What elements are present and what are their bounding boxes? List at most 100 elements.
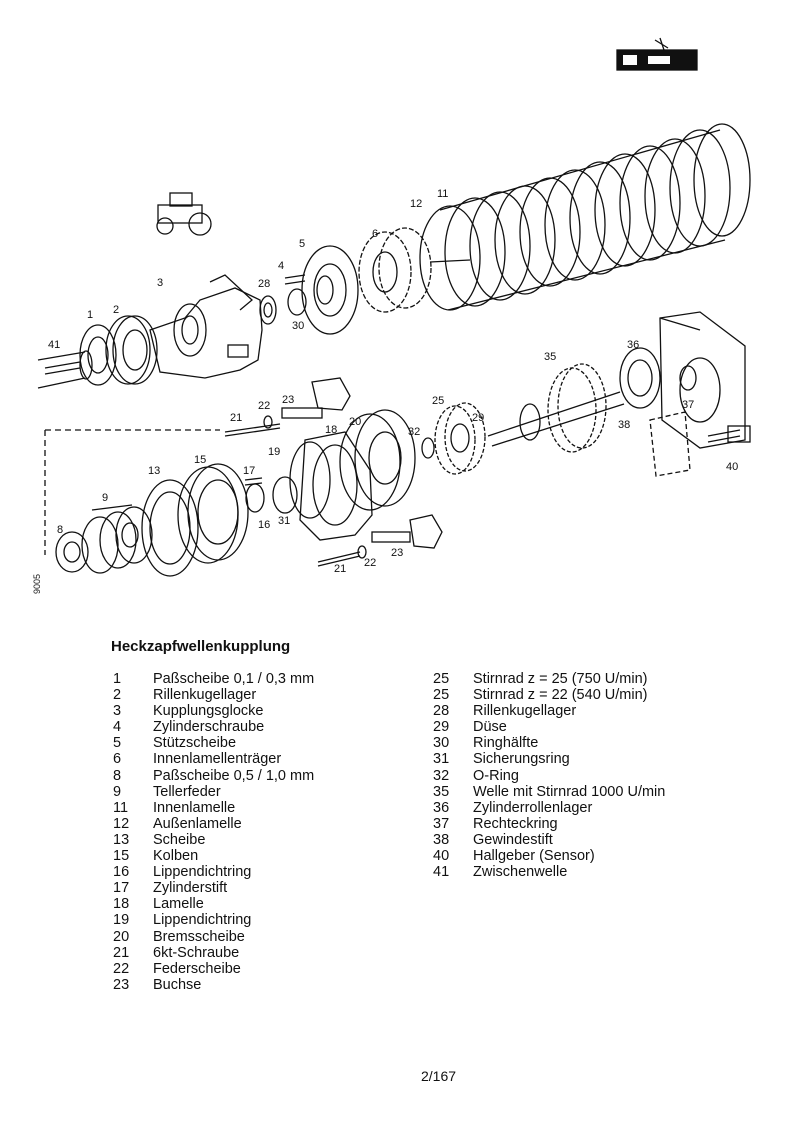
callout-3: 3	[157, 277, 163, 289]
part-list-item: 15 Kolben	[113, 848, 314, 864]
callout-22-upper: 22	[258, 400, 270, 412]
part-list-item: 37 Rechteckring	[433, 816, 665, 832]
callout-38: 38	[618, 419, 630, 431]
part-number: 31	[433, 751, 450, 768]
bolt-assembly-lower	[317, 514, 443, 567]
exploded-view-diagram: 41 1 2 3 4 5 6 28 30 12 11 35 36 37 38 4…	[32, 37, 751, 594]
part-description: Innenlamelle	[153, 799, 236, 816]
figure-code: 9005	[32, 574, 42, 594]
inner-plate-carrier	[358, 227, 432, 313]
callout-23-lower: 23	[391, 547, 403, 559]
callout-1: 1	[87, 309, 93, 321]
lamella-and-seal	[289, 431, 373, 541]
part-description: Zylinderstift	[153, 880, 228, 897]
callout-21-lower: 21	[334, 563, 346, 575]
part-list-item: 40 Hallgeber (Sensor)	[433, 848, 665, 864]
part-description: Rechteckring	[473, 815, 558, 832]
housing-block	[619, 311, 746, 449]
part-description: Gewindestift	[473, 831, 553, 848]
part-number: 17	[113, 880, 130, 897]
part-number: 40	[433, 848, 450, 865]
part-number: 15	[113, 848, 130, 865]
part-description: Stirnrad z = 25 (750 U/min)	[473, 671, 648, 687]
callout-12: 12	[410, 198, 422, 210]
part-list-item: 31 Sicherungsring	[433, 751, 665, 767]
part-description: Zwischenwelle	[473, 864, 568, 881]
part-description: Kolben	[153, 848, 199, 865]
callout-6: 6	[372, 228, 378, 240]
part-number: 38	[433, 831, 450, 848]
part-number: 8	[113, 767, 122, 784]
shim-and-bearing	[79, 315, 158, 386]
part-number: 35	[433, 783, 450, 800]
part-description: Stützscheibe	[153, 735, 237, 752]
callout-28: 28	[258, 278, 270, 290]
callout-29: 29	[472, 412, 484, 424]
callout-2: 2	[113, 304, 119, 316]
part-list-item: 8 Paßscheibe 0,5 / 1,0 mm	[113, 768, 314, 784]
callout-15: 15	[194, 454, 206, 466]
part-description: Innenlamellenträger	[153, 751, 282, 768]
callout-19: 19	[268, 446, 280, 458]
part-list-item: 25 Stirnrad z = 25 (750 U/min)	[433, 671, 665, 687]
part-number: 2	[113, 687, 122, 704]
part-list-item: 18 Lamelle	[113, 896, 314, 912]
part-description: Paßscheibe 0,5 / 1,0 mm	[153, 767, 315, 784]
part-list-item: 17 Zylinderstift	[113, 880, 314, 896]
support-disc	[301, 245, 359, 335]
callout-22-lower: 22	[364, 557, 376, 569]
part-description: Lamelle	[153, 896, 204, 913]
drivetrain-icon	[616, 37, 698, 71]
callout-31: 31	[278, 515, 290, 527]
page-number: 2/167	[421, 1068, 457, 1084]
part-number: 13	[113, 831, 130, 848]
part-description: Sicherungsring	[473, 751, 570, 768]
part-description: Bremsscheibe	[153, 928, 245, 945]
part-description: Federscheibe	[153, 960, 241, 977]
plate-stack	[419, 123, 751, 311]
callout-8: 8	[57, 524, 63, 536]
part-list-item: 13 Scheibe	[113, 832, 314, 848]
part-number: 5	[113, 735, 122, 752]
part-description: Scheibe	[153, 831, 206, 848]
callout-35: 35	[544, 351, 556, 363]
callout-21-upper: 21	[230, 412, 242, 424]
callout-18: 18	[325, 424, 337, 436]
part-number: 3	[113, 703, 122, 720]
legend-title: Heckzapfwellenkupplung	[111, 638, 291, 655]
part-number: 25	[433, 671, 450, 687]
shims-and-springs	[55, 504, 153, 574]
part-number: 12	[113, 815, 130, 832]
callout-17: 17	[243, 465, 255, 477]
part-description: Zylinderschraube	[153, 719, 265, 736]
part-number: 18	[113, 896, 130, 913]
part-description: Hallgeber (Sensor)	[473, 848, 595, 865]
part-number: 25	[433, 687, 450, 704]
tractor-icon	[156, 192, 212, 236]
hall-sensor	[649, 411, 751, 477]
part-number: 28	[433, 703, 450, 720]
part-number: 37	[433, 815, 450, 832]
part-description: O-Ring	[473, 767, 519, 784]
part-number: 1	[113, 671, 122, 687]
callout-20: 20	[349, 416, 361, 428]
